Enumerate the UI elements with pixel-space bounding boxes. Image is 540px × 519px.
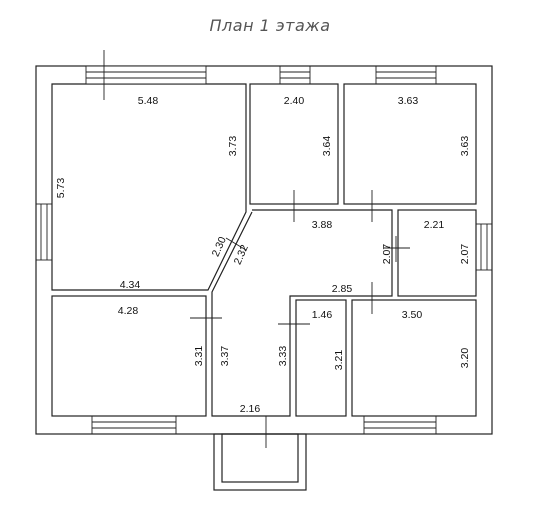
window-bottom-right [363, 416, 437, 434]
dim-bed-left-height: 3.31 [193, 346, 205, 367]
dim-corridor-a: 3.37 [219, 346, 231, 367]
dim-entrance-width: 2.16 [240, 403, 261, 415]
dim-hall-width: 3.88 [312, 219, 333, 231]
dim-bed-right-width: 3.50 [402, 309, 423, 321]
window-top-left [85, 65, 207, 85]
window-right [476, 223, 492, 271]
room-bed-left [51, 295, 207, 417]
windows [36, 65, 492, 434]
room-bath [397, 209, 477, 297]
doors [103, 50, 410, 448]
dim-bath-left: 2.07 [381, 244, 393, 265]
room-b [343, 83, 477, 205]
dim-room-a-height: 3.64 [321, 136, 333, 157]
window-bottom-left [91, 416, 177, 434]
dimension-labels: 5.48 5.73 3.73 4.34 2.30 2.32 2.40 3.64 … [55, 95, 471, 415]
dim-living-right: 3.73 [227, 136, 239, 157]
dim-living-bottom: 4.34 [120, 279, 141, 291]
hall-outline [211, 209, 393, 417]
dim-room-b-width: 3.63 [398, 95, 419, 107]
dim-living-left: 5.73 [55, 178, 67, 199]
window-top-mid [279, 66, 311, 84]
porch [213, 433, 307, 491]
plan-title: План 1 этажа [209, 16, 331, 35]
dim-room-b-height: 3.63 [459, 136, 471, 157]
room-bed-right [351, 299, 477, 417]
window-left [36, 203, 52, 261]
window-top-right [375, 66, 437, 84]
dim-bath-right: 2.07 [459, 244, 471, 265]
dim-room-a-width: 2.40 [284, 95, 305, 107]
dim-bed-right-height: 3.20 [459, 348, 471, 369]
dim-wc-width: 1.46 [312, 309, 333, 321]
dim-hall-lower: 2.85 [332, 283, 353, 295]
dim-bath-width: 2.21 [424, 219, 445, 231]
dim-living-top: 5.48 [138, 95, 159, 107]
dim-wc-height: 3.21 [333, 350, 345, 371]
room-living [51, 83, 247, 291]
dim-corridor-b: 3.33 [277, 346, 289, 367]
room-wc [295, 299, 347, 417]
dim-bed-left-width: 4.28 [118, 305, 139, 317]
outer-walls [35, 65, 493, 435]
